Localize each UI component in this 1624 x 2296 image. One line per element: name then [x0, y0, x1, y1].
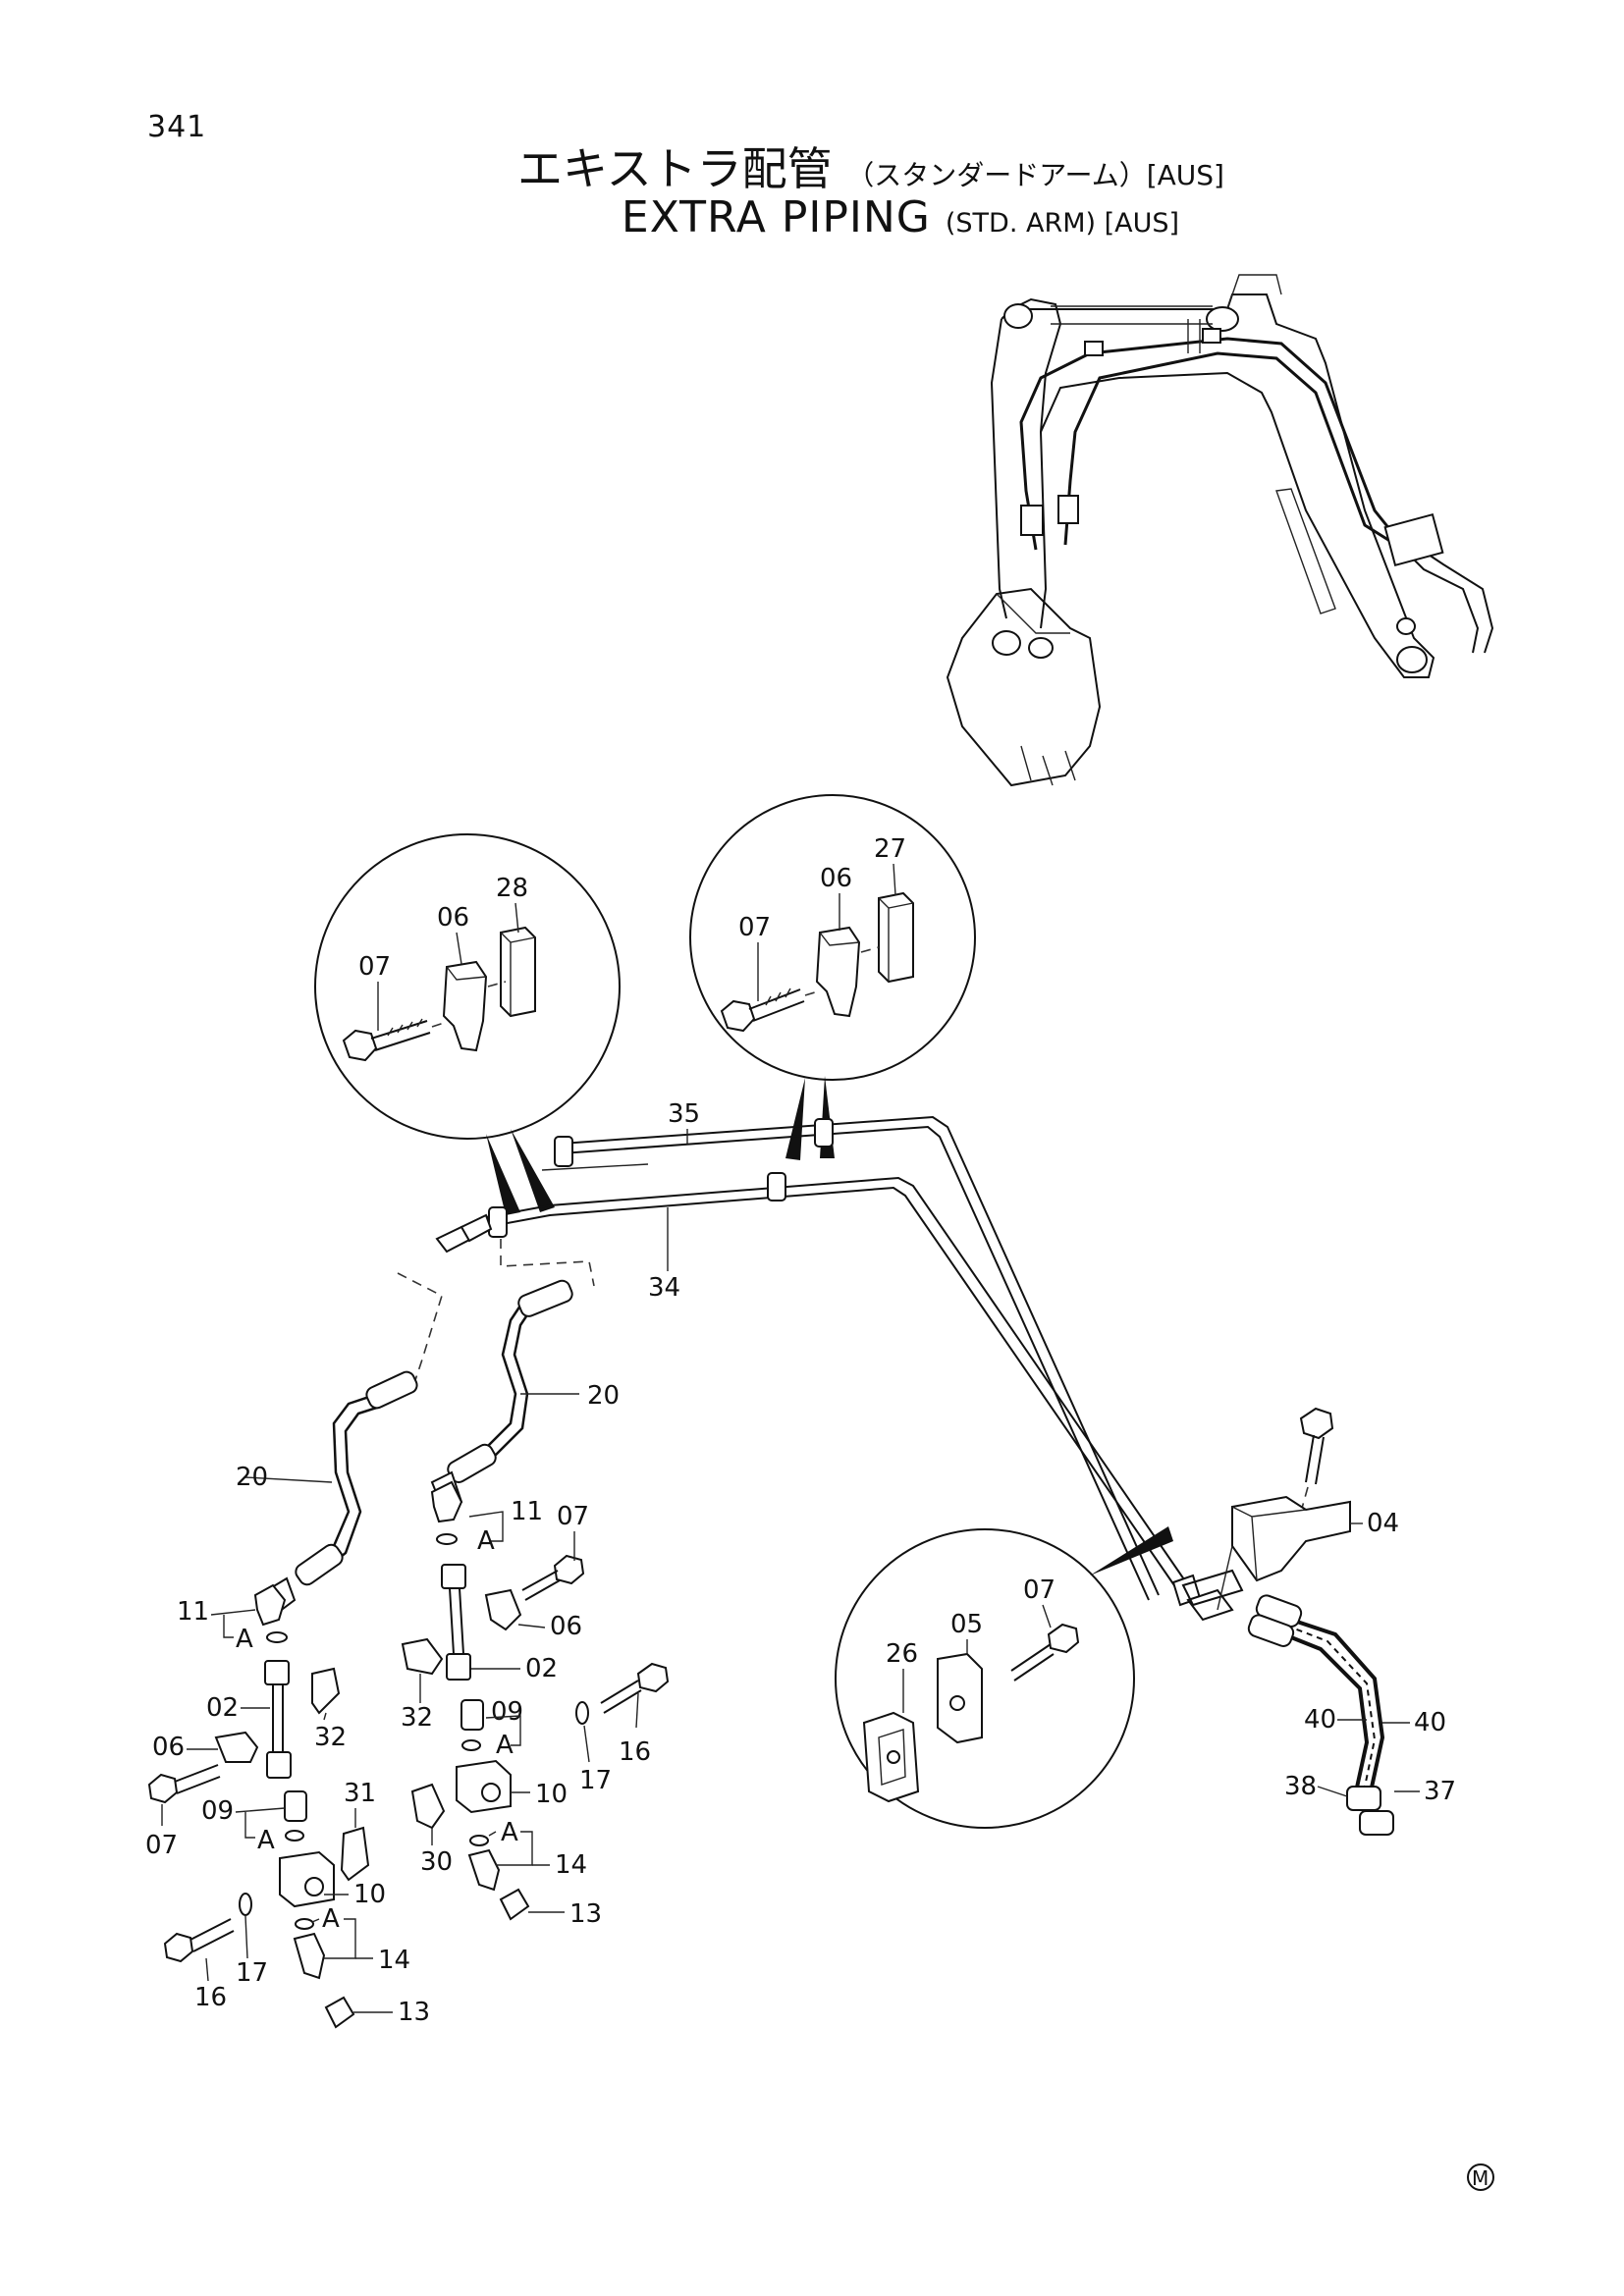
callout-32: 32: [401, 1703, 433, 1733]
callout-A: A: [257, 1826, 275, 1855]
callout-07: 07: [557, 1502, 589, 1531]
callout-40: 40: [1304, 1705, 1336, 1735]
title-en-sub: (STD. ARM) [AUS]: [945, 208, 1180, 239]
callout-06: 06: [820, 864, 852, 893]
callout-34: 34: [648, 1273, 680, 1303]
callout-40: 40: [1414, 1708, 1446, 1737]
small-parts-left: [147, 1583, 370, 2029]
callout-26: 26: [886, 1639, 918, 1669]
callout-30: 30: [420, 1847, 453, 1877]
callout-07: 07: [358, 952, 391, 982]
callout-10: 10: [535, 1780, 568, 1809]
callout-09: 09: [201, 1796, 234, 1826]
callout-28: 28: [496, 874, 528, 903]
callout-20: 20: [587, 1381, 620, 1411]
callout-04: 04: [1367, 1509, 1399, 1538]
main-pipes: [397, 1115, 1244, 1622]
callout-06: 06: [152, 1733, 185, 1762]
title-jp-sub: （スタンダードアーム）[AUS]: [846, 159, 1224, 191]
title-japanese: エキストラ配管 （スタンダードアーム）[AUS]: [0, 133, 1624, 198]
page-number: 341: [147, 110, 207, 144]
detail-circle-clamp-middle: [689, 794, 976, 1160]
excavator-arm-overview: [946, 274, 1494, 787]
callout-06: 06: [437, 903, 469, 933]
callout-06: 06: [550, 1612, 582, 1641]
callout-05: 05: [950, 1610, 983, 1639]
callout-13: 13: [398, 1998, 430, 2027]
small-parts-right: [835, 1407, 1394, 1836]
callout-02: 02: [206, 1693, 239, 1723]
callout-09: 09: [491, 1697, 523, 1727]
callout-32: 32: [314, 1723, 347, 1752]
callout-14: 14: [555, 1850, 587, 1880]
manufacturer-mark: M: [1467, 2163, 1494, 2191]
callout-07: 07: [145, 1831, 178, 1860]
callout-38: 38: [1284, 1772, 1317, 1801]
title-en-main: EXTRA PIPING: [621, 192, 931, 242]
title-english: EXTRA PIPING (STD. ARM) [AUS]: [0, 192, 1624, 242]
callout-07: 07: [1023, 1575, 1056, 1605]
callout-27: 27: [874, 834, 906, 864]
title-jp-main: エキストラ配管: [516, 142, 833, 195]
detail-circle-clamp-left: [314, 833, 621, 1215]
callout-10: 10: [353, 1880, 386, 1909]
callout-A: A: [477, 1526, 495, 1556]
callout-17: 17: [236, 1958, 268, 1988]
callout-07: 07: [738, 913, 771, 942]
callout-31: 31: [344, 1779, 376, 1808]
callout-20: 20: [236, 1463, 268, 1492]
callout-16: 16: [194, 1983, 227, 2012]
callout-11: 11: [511, 1497, 543, 1526]
callout-A: A: [496, 1731, 514, 1760]
small-parts-middle: [401, 1480, 670, 1921]
callout-35: 35: [668, 1099, 700, 1129]
hose-assemblies-20: [244, 1279, 579, 1617]
callout-11: 11: [177, 1597, 209, 1627]
callout-14: 14: [378, 1946, 410, 1975]
manufacturer-mark-letter: M: [1472, 2166, 1489, 2190]
callout-37: 37: [1424, 1777, 1456, 1806]
callout-02: 02: [525, 1654, 558, 1683]
callout-A: A: [322, 1904, 340, 1934]
callout-A: A: [236, 1625, 253, 1654]
callout-13: 13: [569, 1899, 602, 1929]
callout-labels: 28 06 07 27 06 07 35 34 20 20 11 A 11 A …: [145, 834, 1456, 2027]
callout-A: A: [501, 1818, 518, 1847]
callout-16: 16: [619, 1737, 651, 1767]
callout-17: 17: [579, 1766, 612, 1795]
